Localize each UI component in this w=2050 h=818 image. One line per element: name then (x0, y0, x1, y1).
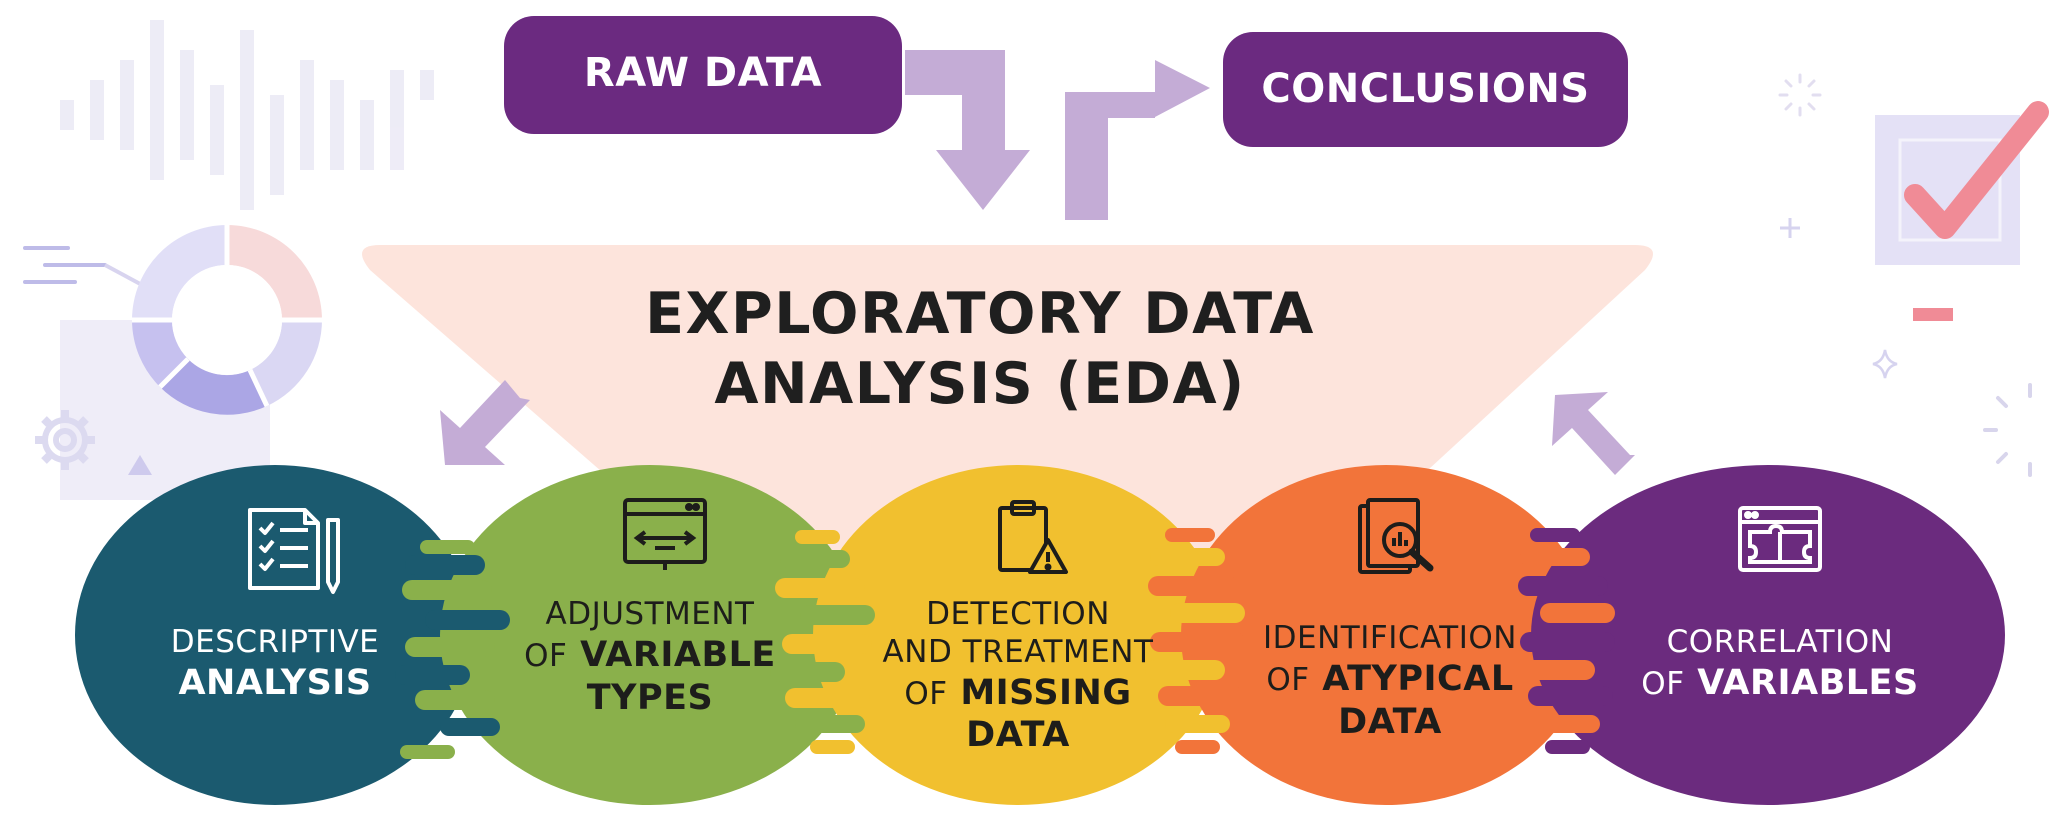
step-line: DETECTION (926, 596, 1110, 632)
step-line: ADJUSTMENT (545, 596, 755, 632)
raw-data-box (504, 16, 902, 134)
step-line-bold: DATA (1338, 701, 1442, 742)
step-adjustment-variable-types: ADJUSTMENT OF VARIABLE TYPES (465, 596, 835, 719)
step-line: CORRELATION (1666, 624, 1894, 660)
connector-green-yellow (770, 530, 875, 754)
clipboard-warning-icon (998, 500, 1068, 574)
step-atypical-data: IDENTIFICATION OF ATYPICAL DATA (1205, 620, 1575, 743)
step-prefix: OF (524, 637, 568, 674)
connector-yellow-orange (1145, 528, 1245, 754)
donut-chart-decoration (132, 225, 322, 415)
sparkle-star-icon (1872, 349, 1898, 379)
triangle-decoration (128, 455, 152, 475)
arrow-diagonal-right (1552, 392, 1635, 475)
step-descriptive-analysis: DESCRIPTIVE ANALYSIS (95, 624, 455, 705)
loader-decoration (1983, 383, 2032, 477)
step-line-bold: DATA (966, 715, 1070, 756)
bar-chart-decoration (60, 20, 434, 210)
step-line-bold: VARIABLES (1697, 662, 1919, 703)
step-line: DESCRIPTIVE (170, 624, 380, 660)
step-line-bold: ATYPICAL (1322, 658, 1514, 699)
checkmark-icon (1904, 101, 2049, 239)
window-resize-icon (623, 498, 707, 570)
step-prefix: OF (904, 675, 948, 712)
conclusions-box (1223, 32, 1628, 147)
step-line-bold: ANALYSIS (178, 662, 372, 703)
sparkle-circle-decoration (1778, 73, 1822, 117)
magnifier-report-icon (1358, 498, 1434, 574)
eda-title-line1: EXPLORATORY DATA (645, 281, 1315, 347)
step-correlation-variables: CORRELATION OF VARIABLES (1590, 624, 1970, 705)
background-decoration-right (1778, 73, 2049, 477)
arrow-up-to-conclusions (1065, 60, 1210, 220)
minus-decoration (1913, 308, 1953, 321)
raw-data-label: RAW DATA (583, 50, 823, 96)
oval-correlation-variables (1531, 465, 2005, 805)
step-line-bold: MISSING (960, 672, 1132, 713)
step-line: AND TREATMENT (882, 633, 1154, 670)
step-prefix: OF (1641, 665, 1685, 702)
oval-atypical-data (1181, 465, 1591, 805)
arrow-down-from-raw-data (905, 50, 1030, 210)
arrow-diagonal-left (440, 380, 530, 465)
step-prefix: OF (1266, 661, 1310, 698)
oval-adjustment-variable-types (440, 465, 860, 805)
menu-lines-decoration (23, 246, 107, 284)
step-line: IDENTIFICATION (1263, 620, 1517, 656)
checklist-document-icon (248, 508, 340, 594)
checkbox-decoration (1875, 115, 2020, 265)
step-line-bold: TYPES (586, 677, 714, 718)
connector-orange-purple (1515, 528, 1615, 754)
gear-icon (35, 410, 95, 470)
eda-title: EXPLORATORY DATA ANALYSIS (EDA) (600, 280, 1360, 419)
eda-title-line2: ANALYSIS (EDA) (714, 350, 1246, 417)
step-missing-data: DETECTION AND TREATMENT OF MISSING DATA (833, 596, 1203, 757)
oval-descriptive-analysis (75, 465, 475, 805)
connector-teal-green (395, 540, 510, 759)
conclusions-label: CONCLUSIONS (1261, 66, 1590, 112)
puzzle-browser-icon (1738, 506, 1822, 572)
step-line-bold: VARIABLE (580, 634, 776, 675)
oval-missing-data (813, 465, 1223, 805)
